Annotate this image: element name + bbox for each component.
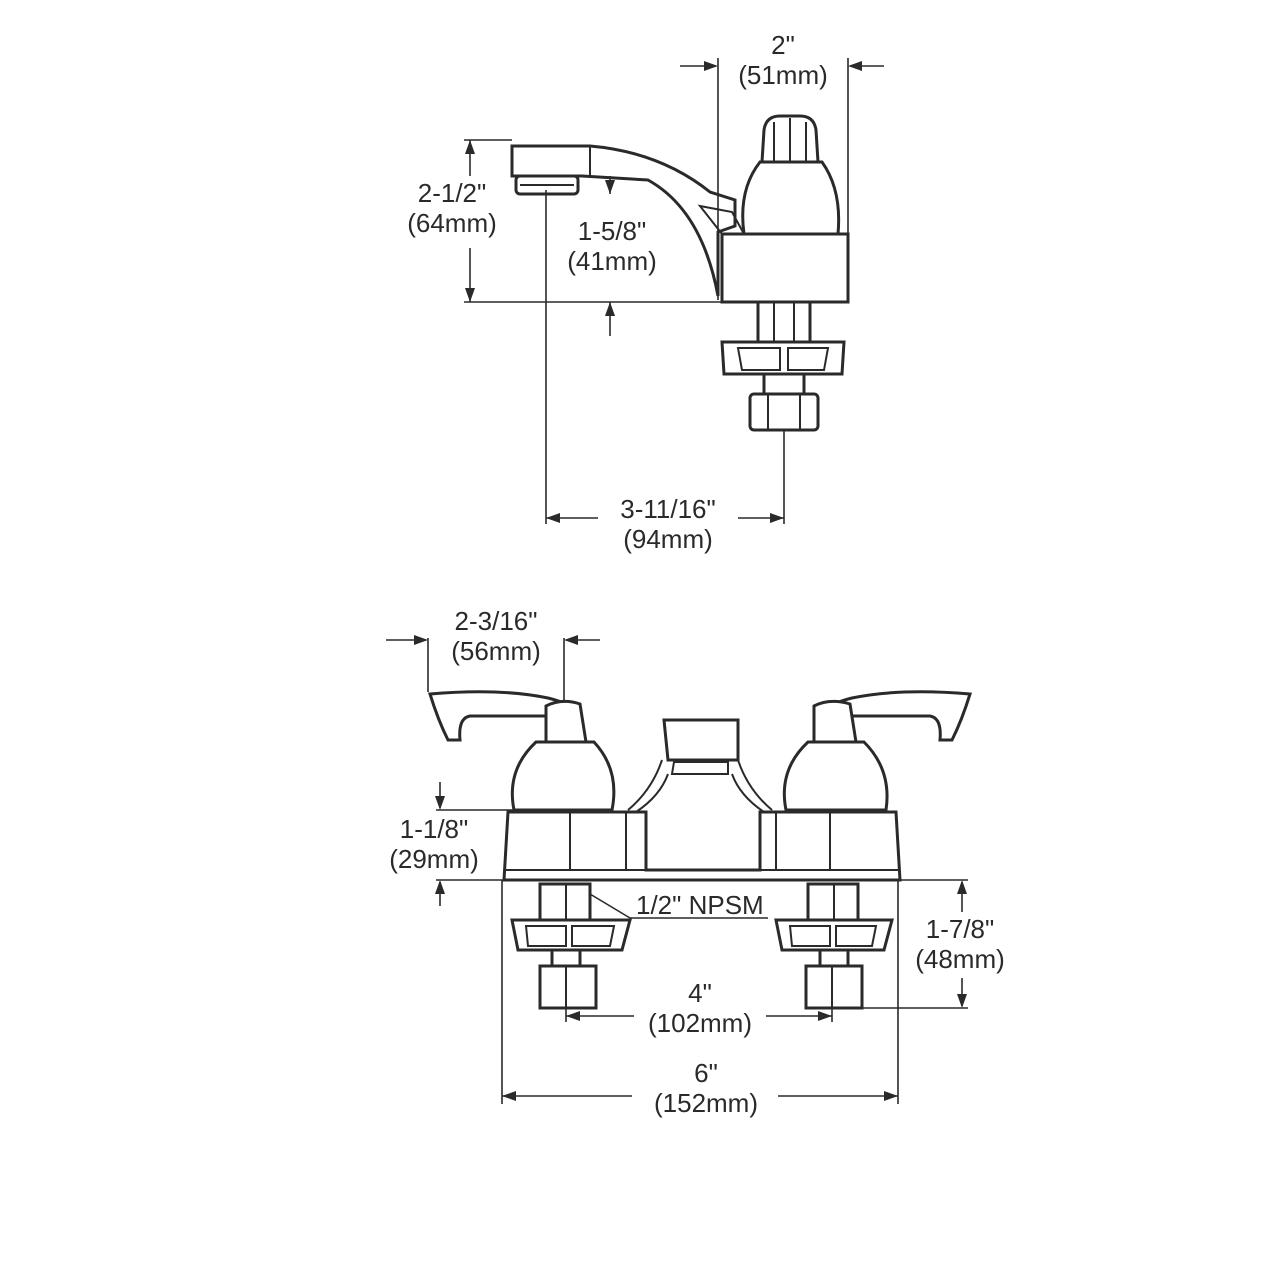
dim-handle-imperial: 2-3/16" [455, 606, 538, 636]
dim-centers: 4" (102mm) [565, 978, 833, 1038]
front-right-handle-hub [812, 699, 858, 744]
dim-height-imperial: 2-1/2" [418, 178, 487, 208]
front-left-handle-hub [544, 699, 588, 744]
front-right-bell [782, 740, 889, 812]
dim-overall: 6" (152mm) [501, 880, 899, 1118]
dim-width-top-metric: (51mm) [738, 60, 828, 90]
side-handle-body [741, 160, 841, 236]
side-mounting-nut [720, 340, 846, 376]
dim-height: 2-1/2" (64mm) [407, 139, 722, 303]
dim-width-top-imperial: 2" [771, 30, 795, 60]
dim-centers-imperial: 4" [688, 978, 712, 1008]
thread-callout-label: 1/2" NPSM [636, 890, 764, 920]
dim-spout-reach-metric: (94mm) [623, 524, 713, 554]
front-view: 2-3/16" (56mm) 1-1/8" (29mm) 1/2" NPSM [386, 606, 1005, 1118]
front-faucet-outline [428, 690, 972, 1010]
front-left-bell [510, 740, 616, 812]
thread-callout: 1/2" NPSM [589, 890, 768, 920]
side-nut-stem [762, 372, 806, 396]
dim-handle-metric: (56mm) [451, 636, 541, 666]
dim-spout-clearance-imperial: 1-5/8" [578, 216, 647, 246]
front-right-nut [774, 918, 894, 952]
dim-base-height: 1-1/8" (29mm) [389, 782, 514, 906]
side-base [720, 232, 850, 304]
side-view: 2" (51mm) 2-1/2" (64mm) 1-5/8" (41mm) [407, 30, 884, 554]
dim-spout-clearance-metric: (41mm) [567, 246, 657, 276]
dim-width-top: 2" (51mm) [680, 30, 884, 300]
dim-spout-reach-imperial: 3-11/16" [620, 494, 715, 524]
side-coupling-nut [748, 392, 820, 432]
front-base [502, 810, 902, 882]
dim-shank-imperial: 1-7/8" [926, 914, 995, 944]
dim-base-height-imperial: 1-1/8" [400, 814, 469, 844]
side-faucet-outline [510, 114, 850, 432]
dim-shank: 1-7/8" (48mm) [862, 879, 1005, 1009]
dim-base-height-metric: (29mm) [389, 844, 479, 874]
dim-spout-reach: 3-11/16" (94mm) [545, 190, 785, 554]
dim-spout-clearance: 1-5/8" (41mm) [567, 176, 657, 336]
dim-overall-imperial: 6" [694, 1058, 718, 1088]
dim-height-metric: (64mm) [407, 208, 497, 238]
front-right-coupling [804, 964, 864, 1010]
front-left-coupling [538, 964, 598, 1010]
front-left-nut-stem [550, 948, 582, 968]
front-center-spout [662, 718, 740, 762]
dim-centers-metric: (102mm) [648, 1008, 752, 1038]
front-right-nut-stem [818, 948, 850, 968]
dim-overall-metric: (152mm) [654, 1088, 758, 1118]
side-shank [756, 300, 812, 344]
dim-shank-metric: (48mm) [915, 944, 1005, 974]
dim-handle: 2-3/16" (56mm) [386, 606, 600, 700]
